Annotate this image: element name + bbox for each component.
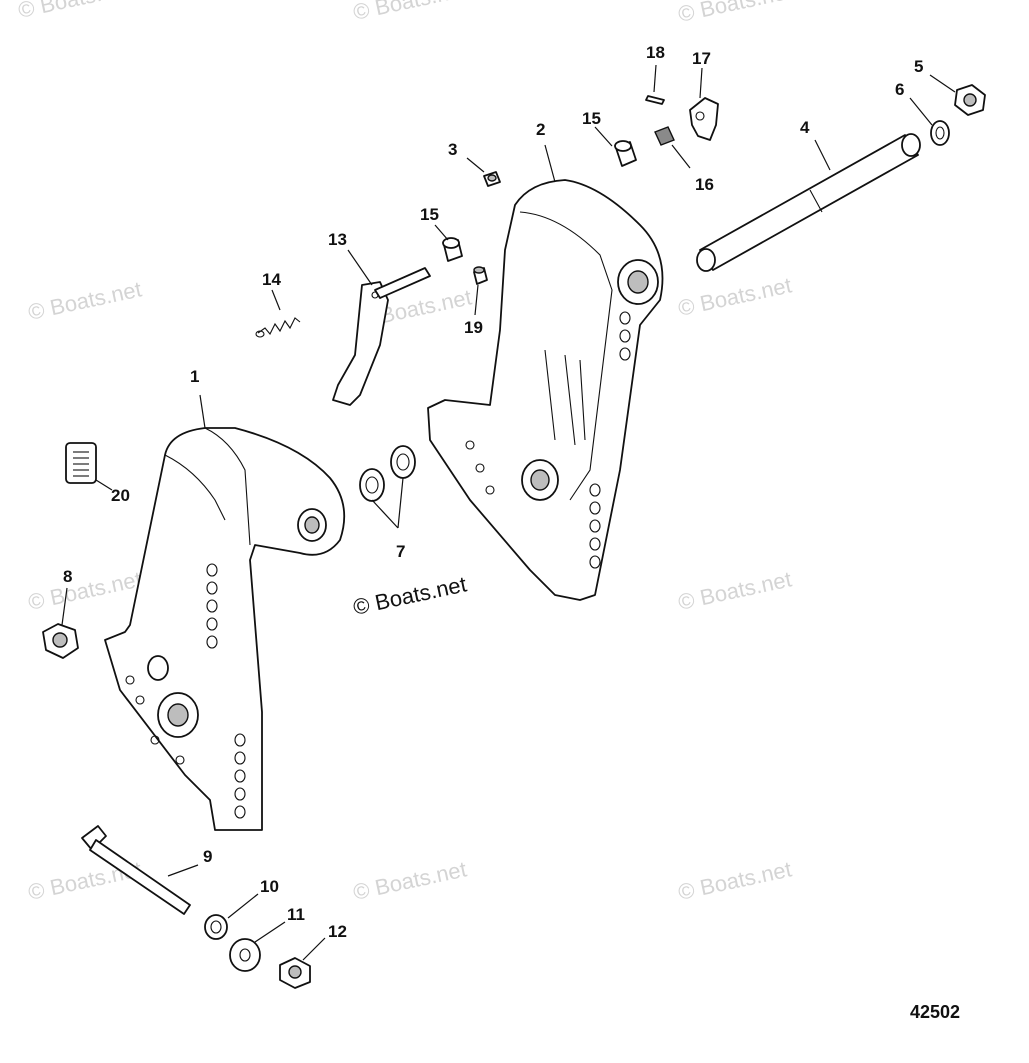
part-17-cam <box>689 97 719 141</box>
part-5-nut <box>954 84 986 116</box>
part-4-tube <box>696 133 921 272</box>
part-16-spring <box>654 126 675 146</box>
watermark-text: © Boats.net <box>676 0 794 27</box>
callouts: 1 2 3 4 5 6 7 8 9 10 11 12 13 14 15 15 1… <box>63 43 923 941</box>
part-18-pin <box>645 95 665 105</box>
callout-17: 17 <box>692 49 711 68</box>
watermark-text: © Boats.net <box>676 566 794 614</box>
watermark-text: © Boats.net <box>26 276 144 324</box>
part-9-bolt <box>81 825 191 915</box>
callout-14: 14 <box>262 270 281 289</box>
part-15-bushing-a <box>614 140 637 167</box>
part-13-lever <box>332 267 431 406</box>
callout-16: 16 <box>695 175 714 194</box>
part-14-spring <box>255 317 301 338</box>
callout-15b: 15 <box>420 205 439 224</box>
callout-8: 8 <box>63 567 72 586</box>
part-6-washer <box>930 120 950 146</box>
watermark-text: © Boats.net <box>351 856 469 904</box>
watermark-text: © Boats.net <box>26 566 144 614</box>
callout-12: 12 <box>328 922 347 941</box>
callout-20: 20 <box>111 486 130 505</box>
part-8-nut <box>42 623 79 659</box>
callout-11: 11 <box>287 905 305 924</box>
callout-19: 19 <box>464 318 483 337</box>
leader-lines <box>61 64 956 961</box>
part-2-bracket <box>427 179 664 601</box>
part-20-decal <box>65 442 97 484</box>
part-1-bracket <box>104 427 346 831</box>
part-10-washer <box>204 914 228 940</box>
callout-1: 1 <box>190 367 199 386</box>
callout-7: 7 <box>396 542 405 561</box>
watermark-text: © Boats.net <box>351 0 469 25</box>
callout-10: 10 <box>260 877 279 896</box>
document-number: 42502 <box>910 1002 960 1022</box>
callout-5: 5 <box>914 57 923 76</box>
callout-2: 2 <box>536 120 545 139</box>
center-watermark: © Boats.net <box>351 571 469 619</box>
callout-15a: 15 <box>582 109 601 128</box>
callout-13: 13 <box>328 230 347 249</box>
callout-9: 9 <box>203 847 212 866</box>
callout-6: 6 <box>895 80 904 99</box>
watermark-text: © Boats.net <box>676 272 794 320</box>
part-11-washer <box>229 938 261 972</box>
part-19-bushing <box>473 266 488 285</box>
callout-18: 18 <box>646 43 665 62</box>
part-15-bushing-b <box>442 237 463 262</box>
part-3-fitting <box>483 171 501 187</box>
watermark-text: © Boats.net <box>676 856 794 904</box>
part-7-washers <box>359 445 416 502</box>
callout-3: 3 <box>448 140 457 159</box>
callout-4: 4 <box>800 118 810 137</box>
part-12-nut <box>279 957 311 989</box>
watermark-text: © Boats.net <box>16 0 134 23</box>
